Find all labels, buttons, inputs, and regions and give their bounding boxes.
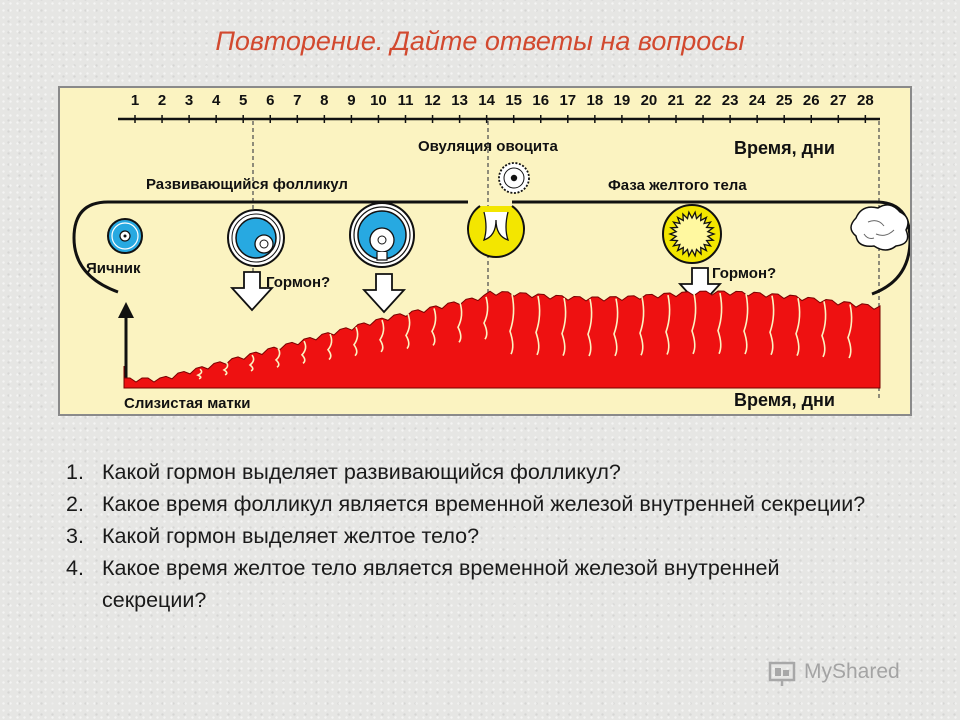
time-label-bottom: Время, дни (734, 390, 835, 410)
gland-line (353, 326, 359, 357)
gland-line (483, 296, 489, 340)
follicle-label: Развивающийся фолликул (146, 176, 348, 193)
day-number: 13 (451, 92, 468, 109)
question-text: Какое время желтое тело является временн… (102, 556, 780, 612)
day-number: 1 (130, 92, 140, 109)
day-number: 16 (532, 92, 550, 109)
day-number: 9 (347, 92, 356, 109)
day-number: 15 (505, 92, 523, 109)
gland-line (743, 293, 749, 355)
presentation-icon (768, 661, 796, 686)
day-number: 20 (640, 92, 658, 109)
gland-line (222, 361, 229, 376)
hormone-arrow-2-icon (361, 273, 407, 314)
gland-line (613, 298, 619, 357)
watermark-logo: MyShared (804, 660, 900, 683)
gland-line (405, 313, 411, 350)
gland-line (795, 297, 801, 357)
endometrium-label: Слизистая матки (124, 395, 251, 412)
gland-line (326, 333, 333, 361)
question-item: 2. Какое время фолликул является временн… (66, 488, 886, 520)
released-ovum-icon (498, 162, 530, 194)
day-number: 27 (829, 92, 847, 109)
question-text: Какой гормон выделяет развивающийся фолл… (102, 460, 621, 484)
day-number: 11 (397, 92, 414, 109)
gland-line (379, 319, 385, 353)
day-number: 18 (586, 92, 604, 109)
luteal-label: Фаза желтого тела (608, 177, 747, 194)
up-arrow-icon (118, 302, 134, 388)
day-number: 7 (293, 92, 302, 109)
endometrium-shape (123, 290, 881, 389)
gland-line (561, 297, 567, 356)
question-text: Какое время фолликул является временной … (102, 492, 866, 516)
gland-line (769, 295, 775, 356)
day-number: 6 (266, 92, 275, 109)
day-number: 23 (721, 92, 739, 109)
question-number: 1. (66, 460, 84, 484)
ovary-label: Яичник (86, 260, 141, 277)
slide-title: Повторение. Дайте ответы на вопросы (215, 26, 745, 56)
day-number: 25 (775, 92, 793, 109)
gland-line (535, 295, 541, 356)
day-number: 8 (320, 92, 329, 109)
gland-line (847, 304, 853, 359)
gland-line (717, 292, 723, 355)
time-label-top: Время, дни (734, 138, 835, 158)
hormone-label-2: Гормон? (712, 265, 777, 282)
question-number: 4. (66, 556, 84, 580)
day-number: 5 (239, 92, 248, 109)
day-number: 21 (667, 92, 685, 109)
question-item: 4. Какое время желтое тело является врем… (66, 552, 886, 616)
day-number: 22 (694, 92, 712, 109)
gland-line (509, 293, 515, 355)
endometrium-glands (196, 292, 853, 380)
gland-line (665, 294, 671, 355)
day-number: 4 (211, 92, 221, 109)
corpus-luteum-icon (662, 204, 722, 264)
gland-line (248, 354, 255, 372)
question-number: 2. (66, 492, 84, 516)
question-text: Какой гормон выделяет желтое тело? (102, 524, 480, 548)
question-number: 3. (66, 524, 84, 548)
ovulation-label: Овуляция овоцита (418, 138, 558, 155)
gland-line (300, 340, 307, 364)
day-number: 28 (857, 92, 874, 109)
gland-line (691, 293, 697, 355)
gland-line (821, 301, 827, 358)
gland-line (274, 347, 281, 368)
gland-line (587, 298, 593, 357)
gland-line (639, 296, 645, 356)
corpus-albicans-icon (850, 204, 909, 251)
day-number: 24 (748, 92, 766, 109)
question-item: 1. Какой гормон выделяет развивающийся ф… (66, 456, 886, 488)
question-list: 1. Какой гормон выделяет развивающийся ф… (66, 456, 886, 616)
day-number: 12 (424, 92, 441, 109)
day-number: 19 (613, 92, 631, 109)
secondary-follicle-icon (227, 209, 285, 267)
gland-line (431, 308, 437, 346)
ovary-outline-left (72, 200, 468, 294)
gland-line (196, 368, 203, 380)
mature-follicle-icon (349, 202, 415, 268)
hormone-label-1: Гормон? (266, 274, 331, 291)
timeline-ticks (134, 115, 867, 123)
gland-line (457, 302, 463, 343)
day-number: 14 (478, 92, 495, 109)
diagram-graphics (72, 115, 910, 398)
hormone-arrow-1-icon (229, 271, 275, 312)
day-number: 3 (184, 92, 194, 109)
ruptured-follicle-icon (467, 205, 525, 258)
day-number: 2 (157, 92, 167, 109)
primary-follicle-icon (107, 218, 143, 254)
day-number: 26 (802, 92, 820, 109)
day-number: 10 (370, 92, 387, 109)
question-item: 3. Какой гормон выделяет желтое тело? (66, 520, 886, 552)
day-number: 17 (559, 92, 577, 109)
